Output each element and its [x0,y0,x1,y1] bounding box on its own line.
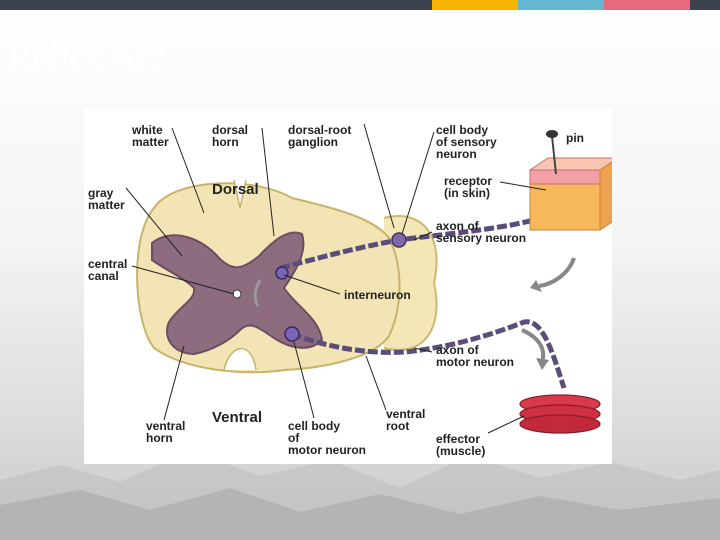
effector-label: effector (muscle) [436,432,486,458]
sensory-cell-body-label: cell body of sensory neuron [436,123,497,161]
white-matter-label: white matter [132,123,169,149]
ventral-root-label: ventral root [386,407,426,433]
reflex-arc-diagram: white matter dorsal horn dorsal-root gan… [84,108,612,464]
central-canal-dot [232,289,242,299]
accent-segment-dark-end [690,0,720,10]
sensory-direction-arrow [538,257,576,288]
motor-axon [291,319,567,389]
interneuron-arrow [253,279,262,307]
interneuron-label: interneuron [344,288,411,302]
axon-motor-label: axon of motor neuron [436,343,514,369]
ventral-horn-label: ventral horn [146,419,186,445]
accent-segment-blue [518,0,604,10]
nerve-trunk [383,215,438,351]
gray-matter-label: gray matter [88,186,125,212]
reflex-arc-illustration [125,123,612,434]
motor-direction-arrow [521,328,546,363]
pin-head [546,130,558,138]
sensory-cell-body [391,232,407,248]
accent-segment-pink [604,0,690,10]
central-canal-label: central canal [88,257,128,283]
mountain-background [0,450,720,540]
axon-sensory-label: axon of sensory neuron [436,219,527,245]
interneuron-cell [275,266,289,280]
ventral-label: Ventral [212,409,263,426]
dorsal-label: Dorsal [212,181,259,198]
slide-title: Reflex Arc [8,36,165,76]
skin-block [528,157,612,231]
motor-cell-body [284,326,300,342]
motor-cell-body-label: cell body of motor neuron [288,419,366,457]
pin-shaft [551,135,557,175]
muscle-effector [519,394,601,434]
dorsal-horn-label: dorsal horn [212,123,249,149]
receptor-label: receptor (in skin) [444,174,493,200]
top-accent-bar [0,0,720,10]
accent-segment-yellow [432,0,518,10]
dorsal-root-ganglion-label: dorsal-root ganglion [288,123,352,149]
pin-label: pin [566,131,584,145]
leader-lines [125,123,547,434]
accent-segment-dark [0,0,432,10]
